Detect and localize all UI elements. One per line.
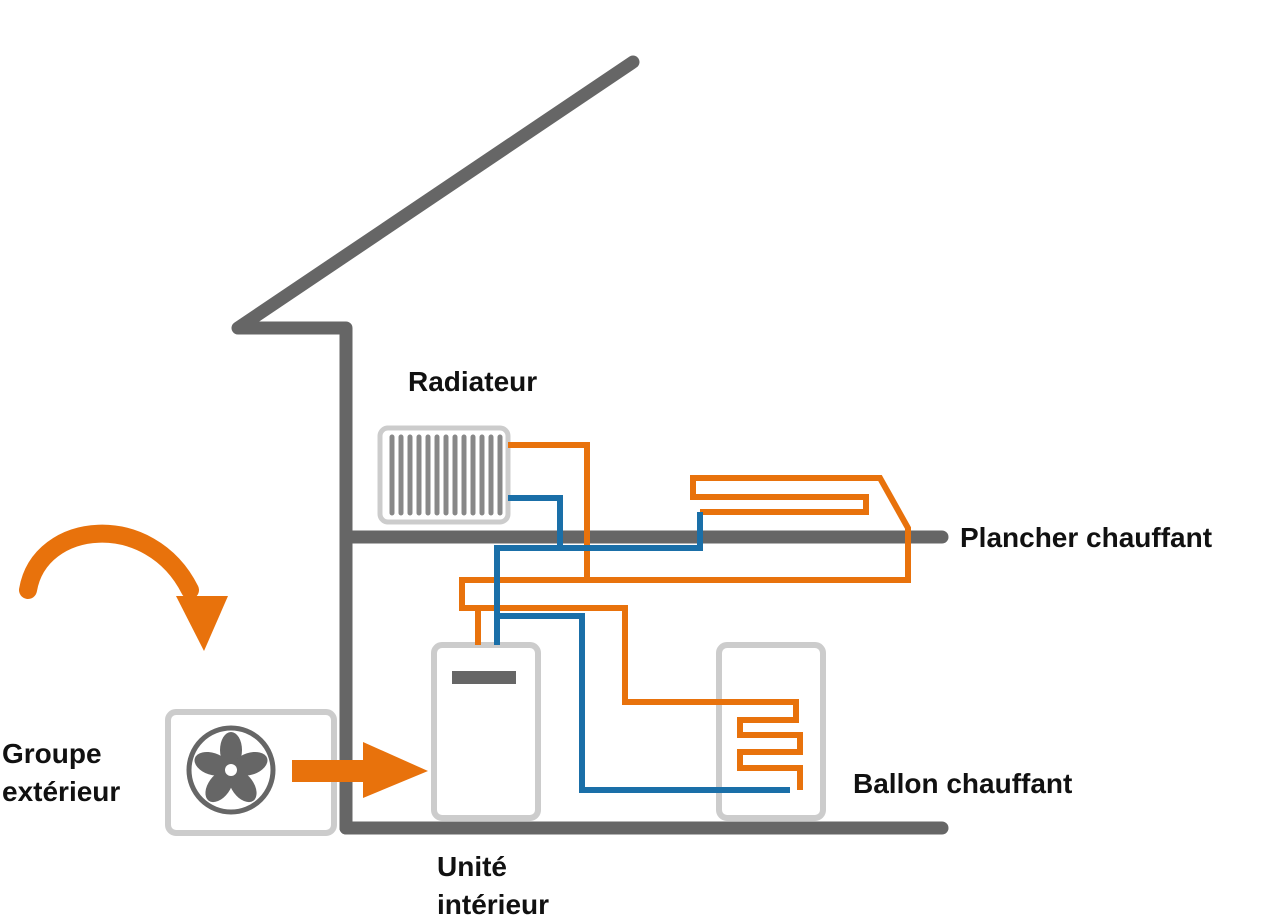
indoor-unit-label: Unité intérieur	[437, 848, 549, 924]
outdoor-unit-label-line1: Groupe	[2, 738, 102, 769]
right-arrow-icon	[292, 742, 428, 798]
outdoor-unit-label: Groupe extérieur	[2, 735, 120, 811]
underfloor-heating-label: Plancher chauffant	[960, 522, 1213, 553]
underfloor-return-pipe	[560, 512, 703, 551]
water-tank-label: Ballon chauffant	[853, 768, 1073, 799]
radiator-label: Radiateur	[408, 366, 538, 397]
curved-arrow-icon	[19, 524, 228, 651]
radiator-icon	[377, 425, 511, 525]
tank-return-pipe	[497, 613, 790, 793]
outdoor-unit-label-line2: extérieur	[2, 776, 121, 807]
outdoor-unit	[165, 709, 337, 836]
hot-pipes	[459, 442, 911, 790]
cold-pipes	[494, 495, 790, 793]
house-structure	[231, 55, 949, 835]
indoor-unit-label-line1: Unité	[437, 851, 507, 882]
underfloor-heating-pipe	[459, 475, 911, 608]
indoor-unit	[431, 642, 541, 821]
tank-coil-pipe	[462, 605, 803, 790]
roof-line	[231, 55, 640, 835]
indoor-unit-label-line2: intérieur	[437, 889, 550, 920]
fan-icon	[186, 725, 276, 815]
